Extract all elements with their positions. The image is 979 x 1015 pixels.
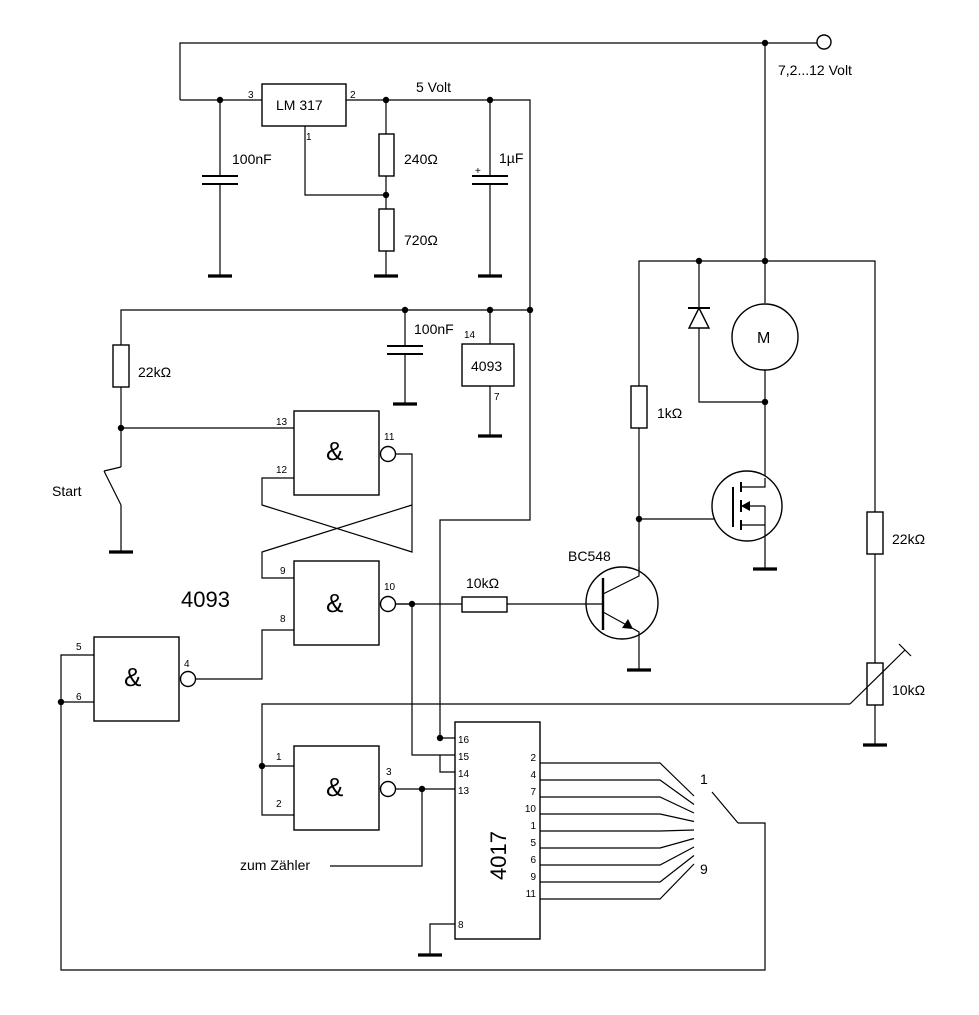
pin-label: 3 xyxy=(248,90,254,101)
counter-output-wire xyxy=(540,762,695,797)
pin-label: 7 xyxy=(494,392,500,403)
pin-label: 2 xyxy=(350,90,356,101)
pin-label: 2 xyxy=(276,799,282,810)
pin-label: 3 xyxy=(386,767,392,778)
pin-label: 14 xyxy=(464,330,476,341)
polarity-mark: + xyxy=(475,166,481,177)
pin-label: 14 xyxy=(458,769,470,780)
gate-symbol: & xyxy=(326,588,343,618)
ic-4017-label: 4017 xyxy=(486,831,511,880)
selector-wiper[interactable] xyxy=(711,791,739,824)
r-720-label: 720Ω xyxy=(404,232,438,248)
ic-4093-power xyxy=(461,343,515,387)
pin-label: 10 xyxy=(384,582,396,593)
counter-output-wire xyxy=(540,863,695,900)
counter-output-wire xyxy=(540,813,695,823)
pin-label: 6 xyxy=(76,692,82,703)
ic-4017 xyxy=(454,721,541,940)
nand-gate-3: & 5 6 4 xyxy=(57,629,766,971)
pin-label: 4 xyxy=(184,659,190,670)
pin-label: 9 xyxy=(530,872,536,883)
pin-label: 1 xyxy=(530,821,536,832)
input-rail-wire xyxy=(179,42,817,100)
lm317-regulator xyxy=(261,83,347,127)
flipflop-cross-wires xyxy=(261,453,455,756)
counter-note: zum Zähler xyxy=(240,857,310,873)
r-start-label: 22kΩ xyxy=(138,364,171,380)
pin-label: 2 xyxy=(530,753,536,764)
nand-gate-4: & 1 2 3 zum Zähler xyxy=(240,703,850,873)
resistor-start-pullup xyxy=(112,344,130,388)
c-ic-label: 100nF xyxy=(414,321,454,337)
pin-label: 1 xyxy=(276,752,282,763)
ic-4093-label: 4093 xyxy=(471,358,502,374)
gate-symbol: & xyxy=(326,436,343,466)
rotary-selector[interactable]: 1 9 xyxy=(700,771,739,877)
motor-driver: M 1kΩ BC548 10kΩ xyxy=(396,43,925,747)
pin-label: 11 xyxy=(384,432,395,443)
gate-symbol: & xyxy=(124,662,141,692)
resistor-720 xyxy=(378,208,395,252)
potentiometer[interactable] xyxy=(866,662,884,706)
counter-output-wire xyxy=(540,837,695,849)
regulated-voltage-label: 5 Volt xyxy=(416,79,451,95)
nand-gate-1: & 13 12 11 xyxy=(276,410,397,496)
resistor-240 xyxy=(378,133,395,177)
group-4093-label: 4093 xyxy=(181,587,230,612)
counter-output-wire xyxy=(540,829,695,832)
resistor-gate xyxy=(630,385,648,429)
pin-label: 4 xyxy=(530,770,536,781)
pot-label: 10kΩ xyxy=(892,682,925,698)
logic-rail: 100nF 4093 14 7 xyxy=(120,306,534,742)
resistor-base xyxy=(461,596,508,613)
pin-label: 16 xyxy=(458,735,470,746)
lm317-label: LM 317 xyxy=(276,97,323,113)
transistor-label: BC548 xyxy=(568,548,611,564)
supply-input-label: 7,2...12 Volt xyxy=(778,62,852,78)
start-circuit: 22kΩ Start xyxy=(52,344,294,554)
r-240-label: 240Ω xyxy=(404,151,438,167)
pin-label: 8 xyxy=(458,920,464,931)
pin-label: 15 xyxy=(458,752,470,763)
r-base-label: 10kΩ xyxy=(466,575,499,591)
pin-label: 6 xyxy=(530,855,536,866)
pin-label: 13 xyxy=(458,786,470,797)
resistor-divider xyxy=(866,511,884,555)
start-switch[interactable] xyxy=(103,466,122,472)
power-supply: 7,2...12 Volt 100nF LM 317 3 2 1 5 Volt … xyxy=(179,34,852,310)
pin-label: 5 xyxy=(76,642,82,653)
pin-label: 1 xyxy=(306,132,312,143)
supply-terminal xyxy=(816,34,832,50)
pin-label: 9 xyxy=(280,566,286,577)
transistor-bc548 xyxy=(585,566,659,640)
regulated-rail-wire xyxy=(346,99,531,310)
pin-label: 11 xyxy=(526,889,537,900)
motor-label: M xyxy=(757,330,770,347)
counter-output-wire xyxy=(540,779,695,805)
nand-gate-2: & 9 8 10 xyxy=(280,560,397,646)
pin-label: 8 xyxy=(280,614,286,625)
r-gate-label: 1kΩ xyxy=(657,405,682,421)
counter-output-wire xyxy=(540,846,695,866)
pin-label: 10 xyxy=(525,804,537,815)
c-in-label: 100nF xyxy=(232,151,272,167)
selector-last-label: 9 xyxy=(700,861,708,877)
r-div-label: 22kΩ xyxy=(892,531,925,547)
counter-output-wire xyxy=(540,855,695,883)
selector-first-label: 1 xyxy=(700,771,708,787)
gate-symbol: & xyxy=(326,772,343,802)
start-label: Start xyxy=(52,483,82,499)
pin-label: 7 xyxy=(530,787,536,798)
pin-label: 12 xyxy=(276,465,288,476)
counter-outputs: 2 4 7 10 1 5 6 9 11 xyxy=(525,753,695,900)
pin-label: 13 xyxy=(276,417,288,428)
counter-output-wire xyxy=(540,796,695,814)
pin-label: 5 xyxy=(530,838,536,849)
c-out-label: 1µF xyxy=(499,150,523,166)
